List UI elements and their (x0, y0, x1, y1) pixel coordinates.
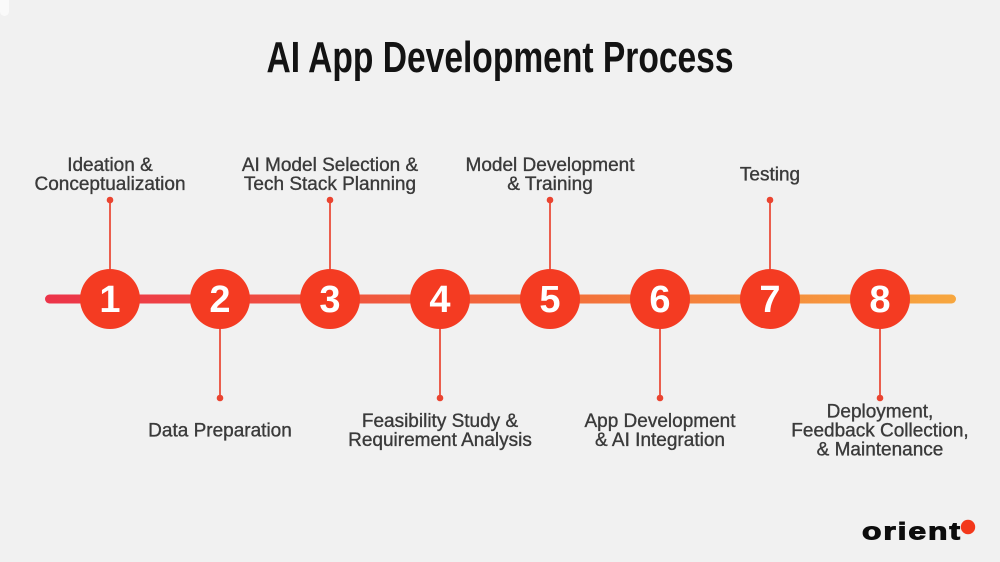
svg-text:2: 2 (209, 279, 230, 321)
svg-text:6: 6 (649, 279, 670, 321)
svg-text:4: 4 (429, 279, 450, 321)
svg-text:7: 7 (759, 279, 780, 321)
svg-text:3: 3 (319, 279, 340, 321)
svg-text:5: 5 (539, 279, 560, 321)
svg-text:1: 1 (99, 279, 120, 321)
svg-text:8: 8 (869, 279, 890, 321)
